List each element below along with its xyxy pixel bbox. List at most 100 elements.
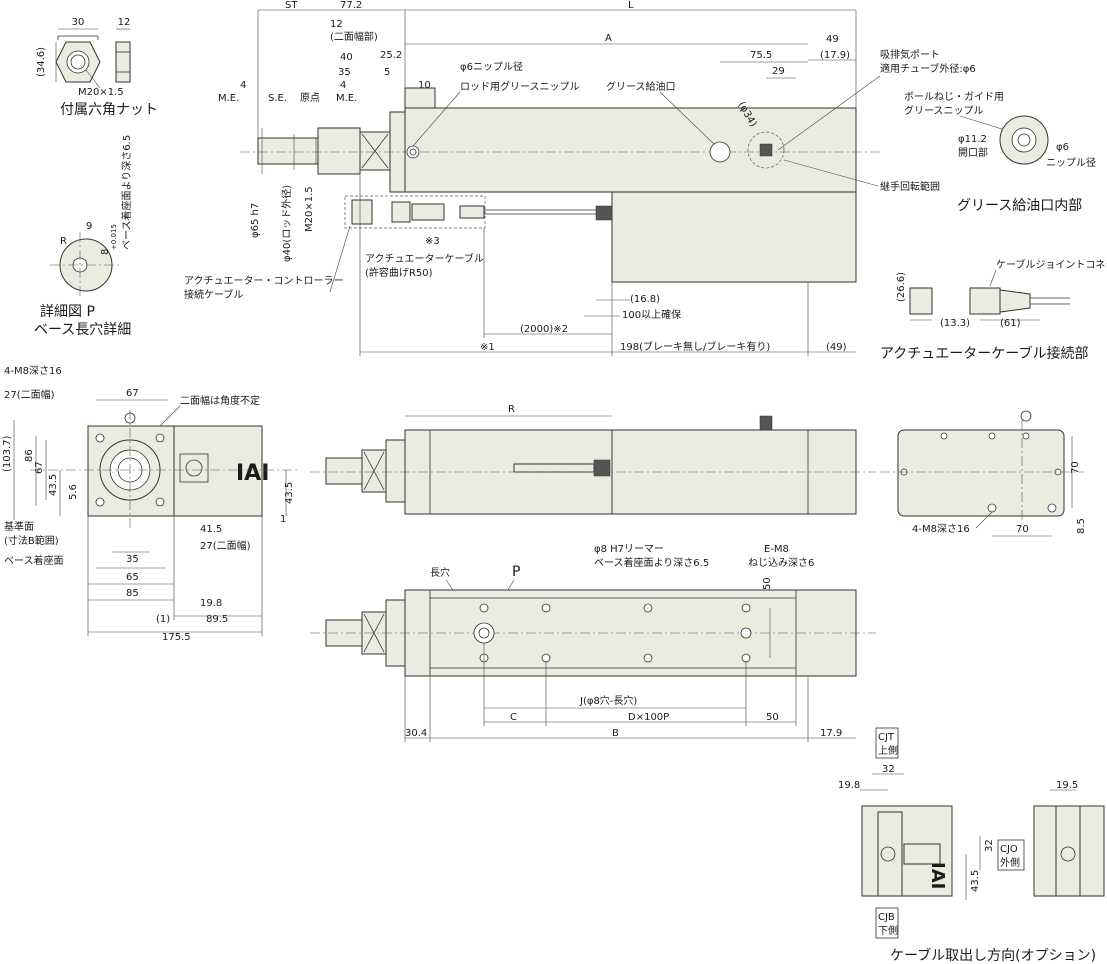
dim-10: 10 <box>418 80 431 91</box>
side-rod-end <box>325 457 363 485</box>
grease-port <box>709 141 731 163</box>
label-me2: M.E. <box>336 93 357 104</box>
dim-st: ST <box>285 0 298 11</box>
label-grease-port: グリース給油口 <box>606 80 676 93</box>
front-flat27: 27(二面幅) <box>4 388 55 401</box>
nut-side-shape <box>115 41 131 83</box>
bottom-17-9: 17.9 <box>820 728 842 739</box>
bottom-p: P <box>512 564 520 580</box>
front-67v: 67 <box>34 461 45 474</box>
nut-height-label: (34.6) <box>36 47 47 77</box>
front-43-5: 43.5 <box>48 474 59 496</box>
dim-ref1: ※1 <box>480 342 495 353</box>
label-nipple-6: φ6ニップル径 <box>460 60 523 73</box>
bottom-em8b: ねじ込み深さ6 <box>748 557 814 569</box>
dim-25-2: 25.2 <box>380 50 402 61</box>
dim-phi65: φ65 h7 <box>250 203 261 238</box>
label-me: M.E. <box>218 93 239 104</box>
opt-19-8: 19.8 <box>838 780 860 791</box>
dim-35: 35 <box>338 67 351 78</box>
front-cap <box>404 87 436 109</box>
label-se: S.E. <box>268 93 287 104</box>
front-m8: 4-M8深さ16 <box>4 365 62 377</box>
front-89-5: 89.5 <box>206 614 228 625</box>
front-35: 35 <box>126 554 139 565</box>
detail-p-view: 9 R 8 +0.015 ベース着座面より深さ6.5 詳細図 P ベース長穴詳細 <box>34 135 133 338</box>
grease-inside-ball1: ボールねじ・ガイド用 <box>904 91 1004 103</box>
cable-conn-label: ケーブルジョイントコネクター <box>996 258 1107 271</box>
dim-flat: (二面幅部) <box>330 30 378 43</box>
label-cable1: アクチュエーターケーブル <box>365 252 484 265</box>
front-85: 85 <box>126 588 139 599</box>
opt-cjb1: CJB <box>878 912 895 923</box>
bottom-long-hole: 長穴 <box>430 566 450 579</box>
bottom-30-4: 30.4 <box>405 728 427 739</box>
dim-198: 198(ブレーキ無し/ブレーキ有り) <box>620 340 770 353</box>
motor-housing-top <box>611 191 857 283</box>
nut-thickness-label: 12 <box>118 17 131 28</box>
rear-70v: 70 <box>1070 461 1081 474</box>
rear-70: 70 <box>1016 524 1029 535</box>
detail-p-depth: 8 <box>100 249 111 255</box>
motor-cable-gland <box>595 205 613 221</box>
opt-43-5: 43.5 <box>970 870 981 892</box>
front-logo: IAI <box>236 461 269 486</box>
label-ctrl1: アクチュエーター・コントローラー <box>184 275 344 287</box>
opt-caption: ケーブル取出し方向(オプション) <box>890 947 1096 964</box>
opt-cjb2: 下側 <box>878 924 898 937</box>
bottom-ream1: φ8 H7リーマー <box>594 544 664 555</box>
rod-end <box>257 137 319 165</box>
label-ctrl2: 接続ケーブル <box>184 288 243 301</box>
cable-conn-13-3: (13.3) <box>940 318 970 329</box>
cable-options-view: CJT 上側 32 19.8 IAI 32 43.5 CJO 外側 CJB 下側… <box>838 727 1105 964</box>
nut-width-label: 30 <box>72 17 85 28</box>
opt-19-5: 19.5 <box>1056 780 1078 791</box>
rear-plate <box>897 429 1065 517</box>
front-175-5: 175.5 <box>162 632 191 643</box>
dim-5: 5 <box>384 67 390 78</box>
label-origin: 原点 <box>300 92 320 104</box>
detail-p-9: 9 <box>86 221 92 232</box>
label-rod-grease: ロッド用グリースニップル <box>460 80 580 93</box>
label-exhaust2: 適用チューブ外径:φ6 <box>880 62 976 75</box>
actuator-body-top <box>404 107 857 193</box>
opt-cjo2: 外側 <box>1000 856 1020 869</box>
dim-40: 40 <box>340 52 353 63</box>
dim-m20: M20×1.5 <box>304 186 315 232</box>
grease-inside-open1: φ11.2 <box>958 134 987 145</box>
dim-29: 29 <box>772 66 785 77</box>
connector-range <box>344 195 486 229</box>
opt-32v: 32 <box>984 839 995 852</box>
top-view: ST 77.2 L A 49 (17.9) 12 (二面幅部) 40 25.2 … <box>184 0 976 356</box>
front-43-5r: 43.5 <box>284 482 295 504</box>
detail-p-caption2: ベース長穴詳細 <box>34 322 131 338</box>
cable-connector-view: ケーブルジョイントコネクター (26.6) (13.3) (61) アクチュエー… <box>880 258 1107 362</box>
front-65: 65 <box>126 572 139 583</box>
rear-view: 70 4-M8深さ16 70 8.5 <box>880 410 1087 537</box>
opt-cjt2: 上側 <box>878 744 898 757</box>
side-exhaust-fitting <box>759 415 773 431</box>
front-67: 67 <box>126 388 139 399</box>
cable-conn-body <box>969 287 1001 315</box>
bottom-c: C <box>510 712 517 723</box>
bottom-50: 50 <box>766 712 779 723</box>
grease-inside-open2: 開口部 <box>958 146 988 159</box>
dim-l: L <box>628 0 634 11</box>
dim-49-b: (49) <box>826 342 847 353</box>
cable-conn-26-6: (26.6) <box>896 272 907 302</box>
front-view: 4-M8深さ16 27(二面幅) 67 二面幅は角度不定 IAI (103.7)… <box>2 365 300 643</box>
rod-collar <box>317 127 361 175</box>
dim-49: 49 <box>826 34 839 45</box>
front-103-7: (103.7) <box>2 435 13 472</box>
cable-conn-caption: アクチュエーターケーブル接続部 <box>880 345 1088 362</box>
side-view: R <box>310 404 876 515</box>
front-1: 1 <box>280 514 286 525</box>
dim-a: A <box>605 33 612 44</box>
bottom-long-hole-end <box>740 627 752 639</box>
front-ref-face1: 基準面 <box>4 520 34 533</box>
bottom-j: J(φ8穴-長穴) <box>579 694 637 707</box>
front-5-6: 5.6 <box>68 484 79 500</box>
rod-grease-nipple <box>406 145 420 159</box>
dim-77-2: 77.2 <box>340 0 362 11</box>
